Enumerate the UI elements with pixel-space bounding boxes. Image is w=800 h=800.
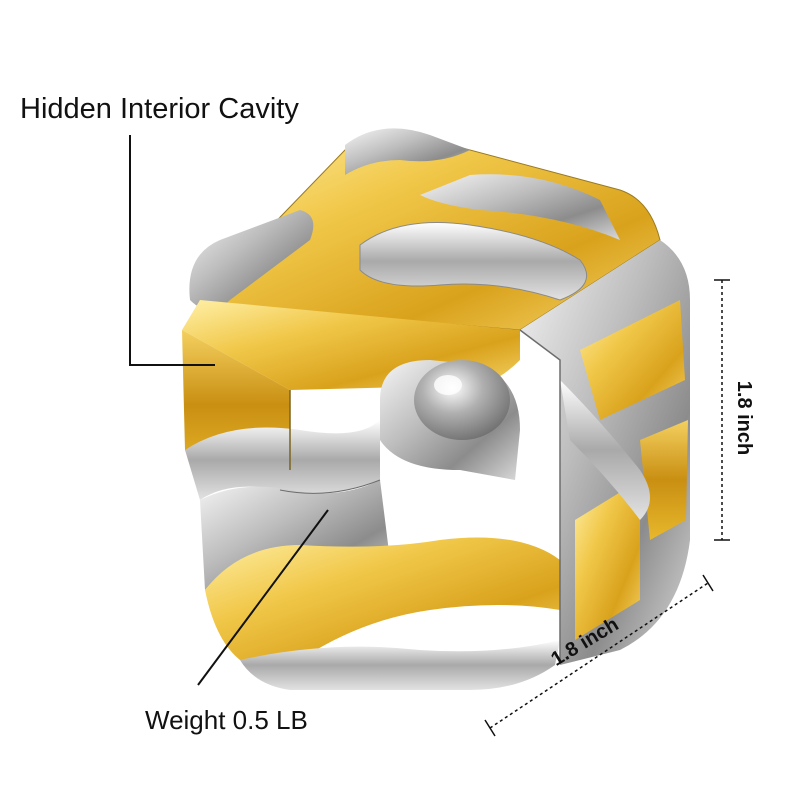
cavity-label: Hidden Interior Cavity: [20, 93, 299, 125]
cube-body: [182, 128, 690, 690]
weight-label: Weight 0.5 LB: [145, 705, 308, 735]
height-dimension-label: 1.8 inch: [733, 380, 755, 456]
annotation-lines: [129, 135, 730, 737]
